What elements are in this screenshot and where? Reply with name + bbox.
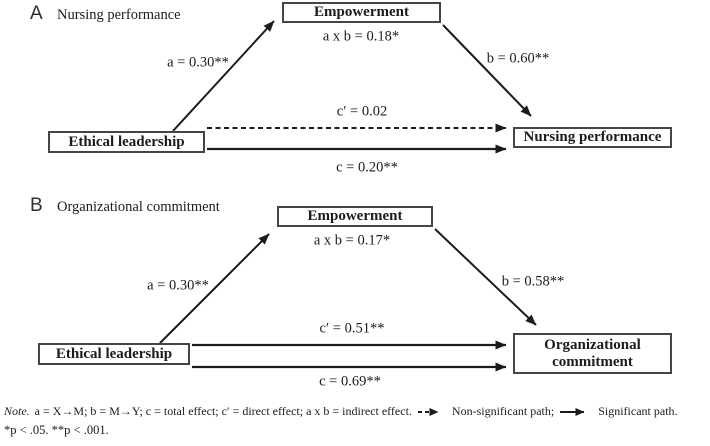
panel-a-title: Nursing performance [57, 7, 181, 23]
panel-a-tag: A [30, 3, 43, 24]
panel-a-path-b-coefficient: b = 0.60** [486, 50, 550, 67]
nonsignificant-path-label: Non-significant path; [451, 404, 555, 418]
significance-levels: *p < .05. **p < .001. [4, 423, 109, 437]
panel-a-path-b-arrow [442, 24, 532, 117]
panel-b-path-a-coefficient: a = 0.30** [147, 277, 209, 294]
panel-a-total-effect-coefficient: c = 0.20** [336, 159, 398, 176]
panel-a-outcome-box: Nursing performance [513, 127, 672, 148]
panel-a-path-a-arrow [172, 20, 275, 132]
panel-b-title: Organizational commitment [57, 199, 220, 215]
panel-b-indirect-effect-coefficient: a x b = 0.17* [313, 232, 391, 249]
significant-path-label: Significant path. [598, 404, 678, 418]
panel-a-mediator-box: Empowerment [282, 2, 441, 23]
panel-a-path-a-coefficient: a = 0.30** [167, 54, 229, 71]
panel-a-direct-effect-coefficient: c′ = 0.02 [336, 103, 388, 120]
panel-b-mediator-box: Empowerment [277, 206, 433, 227]
solid-arrow-icon [560, 407, 585, 416]
panel-b-direct-effect-coefficient: c′ = 0.51** [319, 320, 385, 337]
panel-a-indirect-effect-coefficient: a x b = 0.18* [322, 28, 400, 45]
panel-b-path-b-coefficient: b = 0.58** [501, 273, 565, 290]
panel-b-tag: B [30, 195, 43, 216]
panel-b-predictor-label: Ethical leadership [55, 345, 173, 362]
note-prefix: Note. [4, 404, 30, 418]
note-definitions: a = X→M; b = M→Y; c = total effect; c′ =… [34, 404, 412, 418]
panel-a-outcome-label: Nursing performance [523, 129, 662, 146]
panel-a-mediator-label: Empowerment [314, 4, 409, 21]
panel-b-outcome-label: Organizational commitment [544, 336, 641, 370]
panel-b-outcome-box: Organizational commitment [513, 333, 672, 374]
panel-a-predictor-label: Ethical leadership [68, 133, 185, 150]
dashed-arrow-icon [417, 407, 439, 416]
panel-a-predictor-box: Ethical leadership [48, 131, 205, 153]
panel-b-mediator-label: Empowerment [307, 208, 403, 225]
panel-b-total-effect-coefficient: c = 0.69** [319, 373, 381, 390]
panel-b-predictor-box: Ethical leadership [38, 343, 190, 365]
figure-note: Note. a = X→M; b = M→Y; c = total effect;… [4, 404, 710, 419]
